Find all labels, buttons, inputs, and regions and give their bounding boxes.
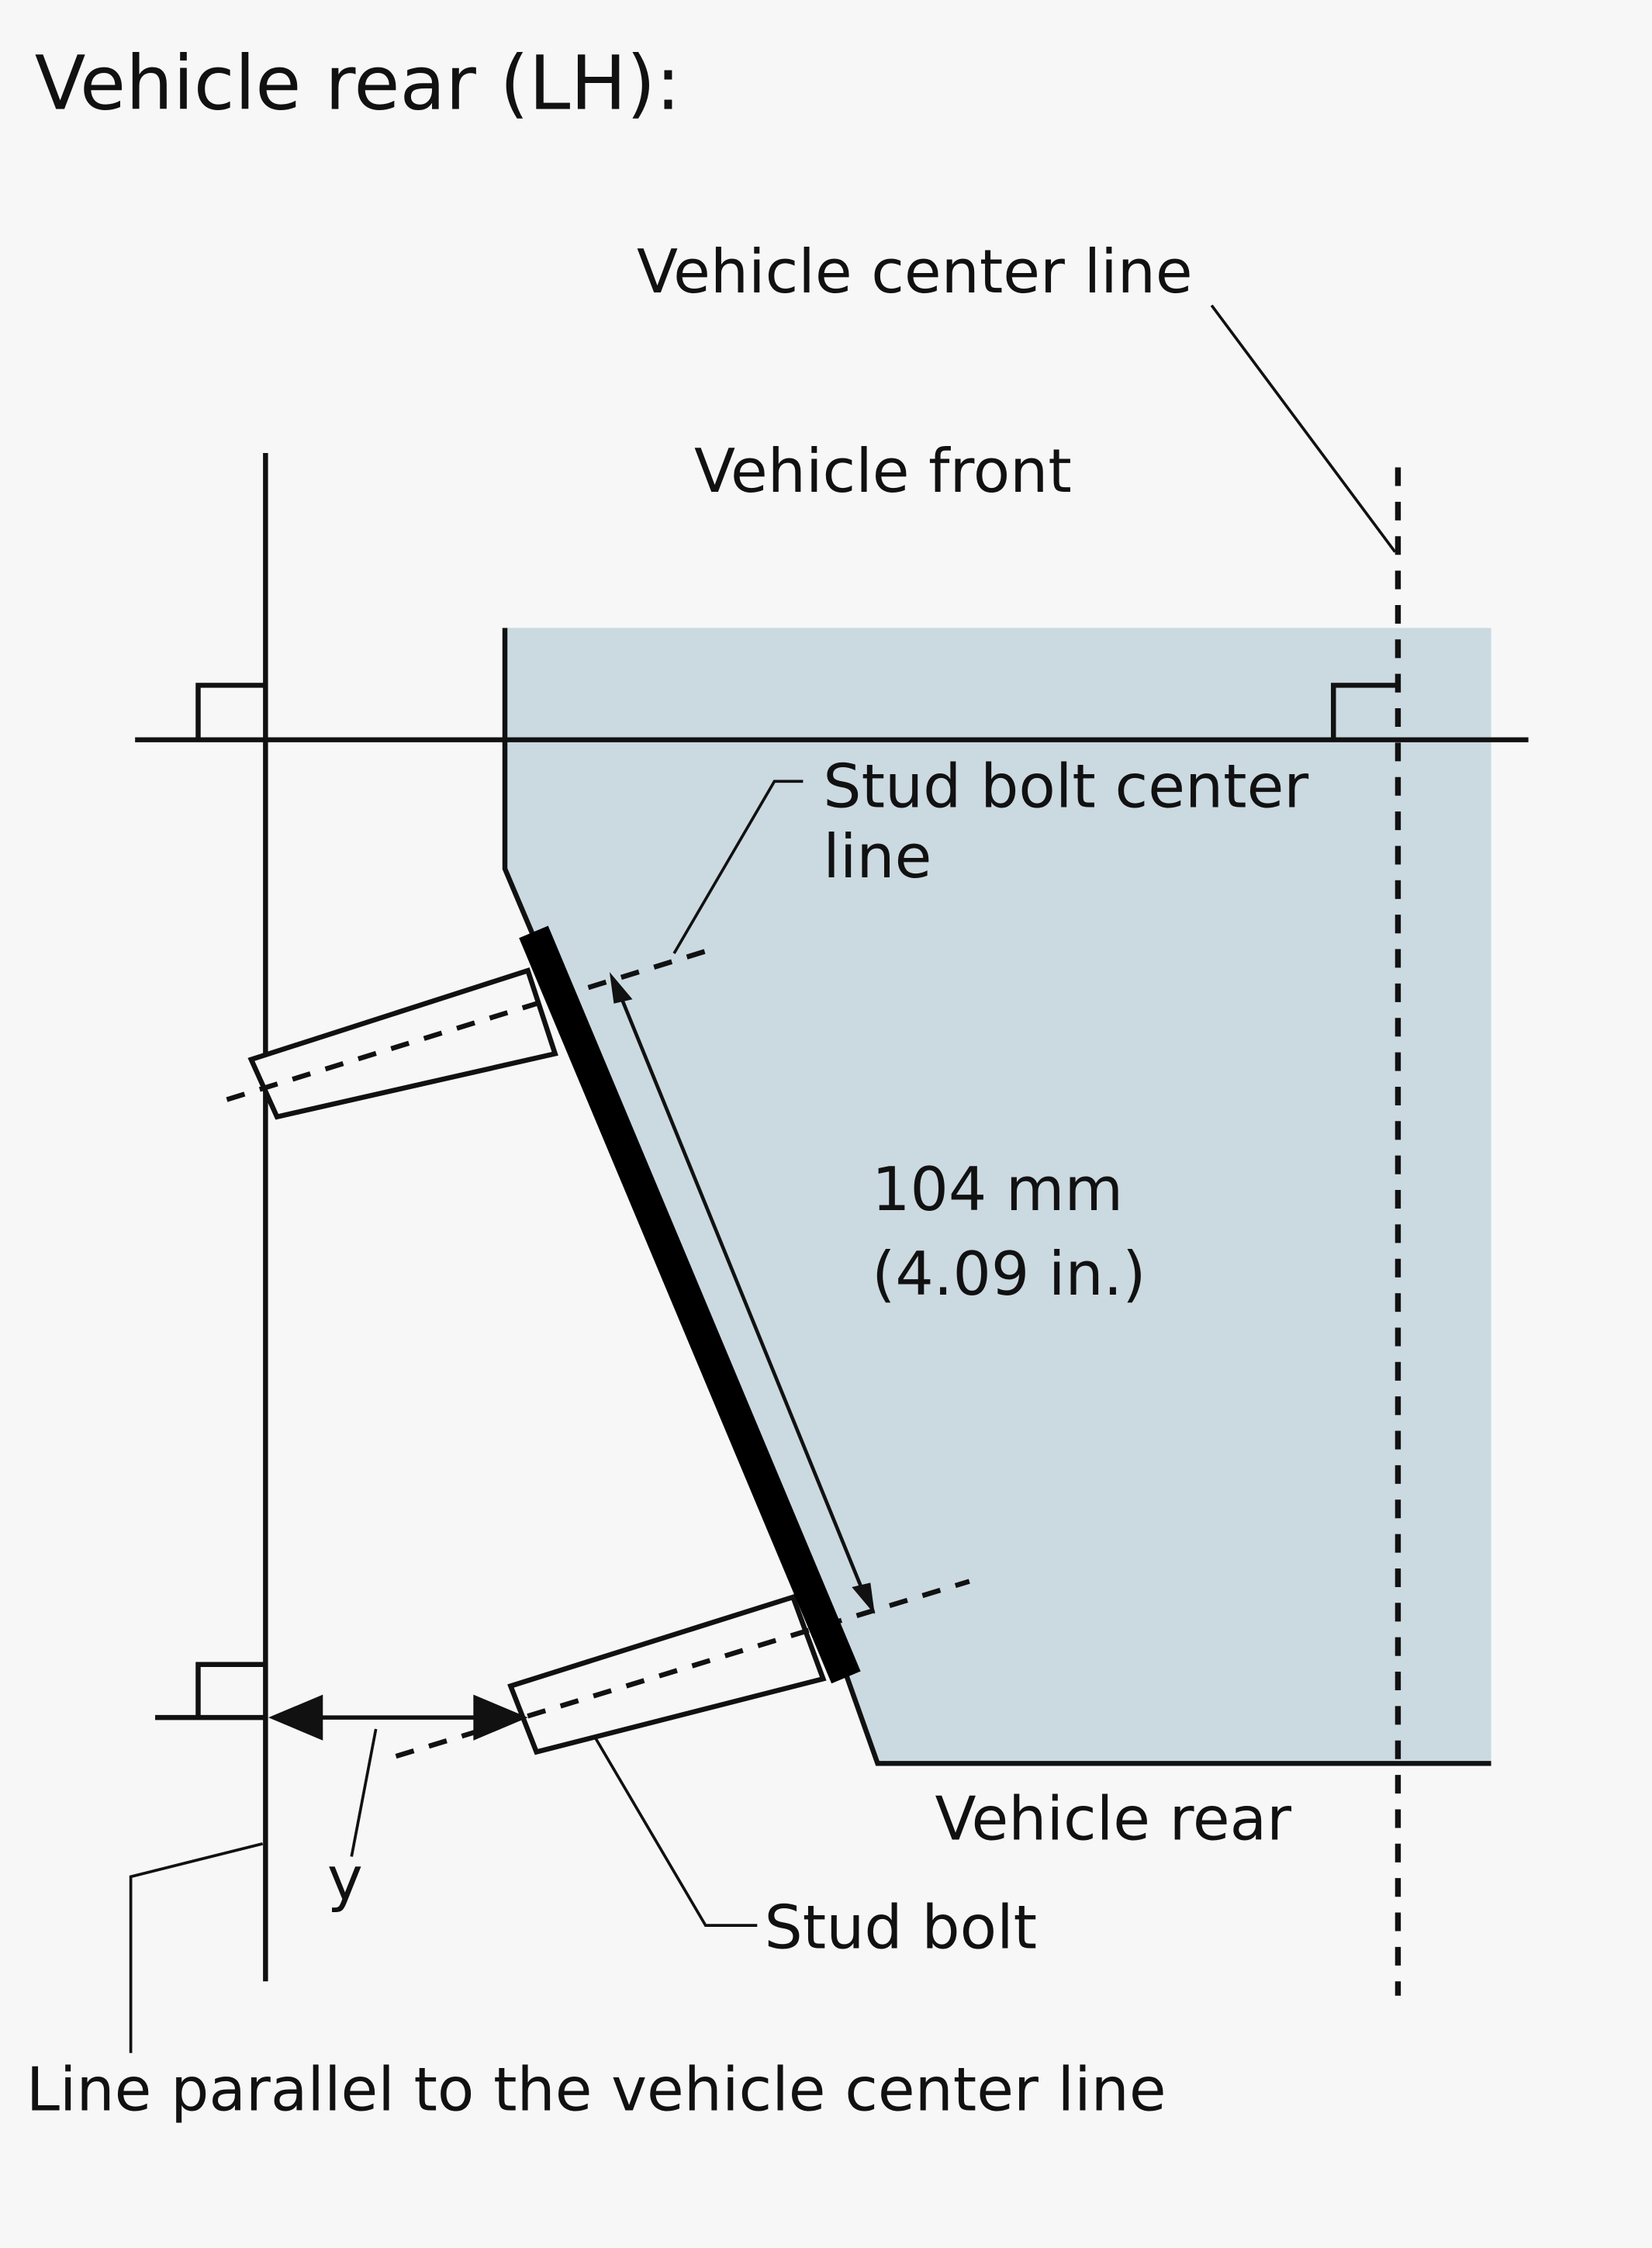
leader-stud-bolt	[593, 1737, 758, 1927]
label-vehicle-rear: Vehicle rear	[935, 1784, 1291, 1854]
right-angle-mark-top-left	[195, 683, 266, 740]
dimension-104mm	[609, 972, 875, 1615]
label-dimension-in: (4.09 in.)	[872, 1240, 1146, 1309]
label-stud-bolt-center-line-cont: line	[823, 822, 931, 892]
label-dimension-mm: 104 mm	[872, 1155, 1123, 1225]
leader-parallel-line	[129, 1842, 264, 2053]
label-y: y	[327, 1845, 363, 1914]
label-parallel-line: Line parallel to the vehicle center line	[26, 2056, 1166, 2125]
label-stud-bolt: Stud bolt	[765, 1894, 1038, 1963]
leader-center-line	[1210, 304, 1397, 553]
stud-bolt-upper	[226, 945, 718, 1120]
mounting-panel	[505, 628, 1491, 1764]
right-angle-mark-bottom-left	[195, 1662, 266, 1718]
right-angle-mark-top-right	[1331, 683, 1398, 740]
label-vehicle-front: Vehicle front	[694, 437, 1072, 507]
label-vehicle-center-line: Vehicle center line	[637, 237, 1193, 307]
y-dimension	[268, 1694, 528, 1741]
label-stud-bolt-center-line: Stud bolt center	[823, 752, 1308, 822]
leader-y	[350, 1728, 378, 1857]
bracket-flange	[519, 925, 861, 1684]
leader-stud-bolt-center-line	[672, 780, 804, 954]
diagram-title: Vehicle rear (LH):	[35, 40, 681, 126]
